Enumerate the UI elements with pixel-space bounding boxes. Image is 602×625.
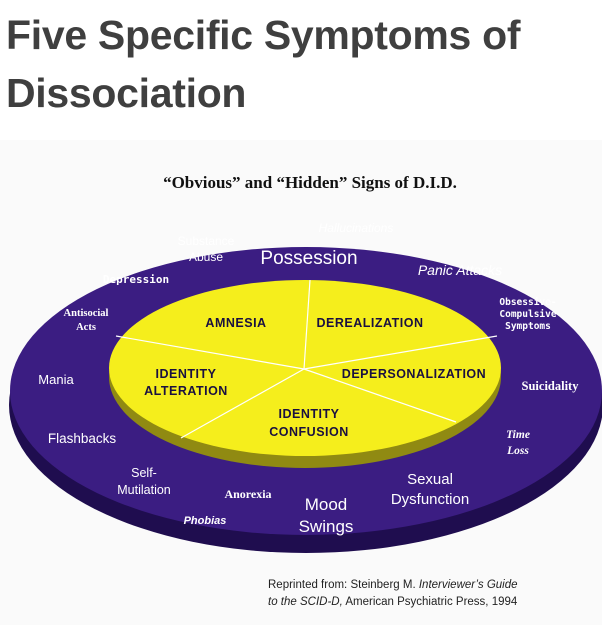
diagram-image: “Obvious” and “Hidden” Signs of D.I.D. A…	[0, 140, 602, 625]
core-identity-confusion-line-1: IDENTITY	[279, 407, 340, 421]
sign-anorexia: Anorexia	[224, 487, 271, 501]
did-signs-diagram: “Obvious” and “Hidden” Signs of D.I.D. A…	[9, 173, 602, 608]
divider-line	[115, 335, 305, 370]
sign-panic-attacks: Panic Attacks	[418, 262, 502, 278]
sign-self-mutilation-line-1: Self-	[131, 466, 157, 480]
page-heading: Five Specific Symptoms of Dissociation	[6, 6, 596, 122]
core-amnesia: AMNESIA	[205, 316, 266, 330]
sign-suicidality: Suicidality	[522, 379, 580, 393]
core-derealization: DEREALIZATION	[317, 316, 424, 330]
sign-obsessive-line-2: Compulsive	[499, 309, 556, 320]
pie-dividers	[115, 279, 498, 439]
reference-book-title: Interviewer’s Guide	[419, 579, 518, 591]
reference-publisher: American Psychiatric Press, 1994	[345, 596, 518, 608]
sign-time-loss-line-1: Time	[506, 429, 530, 441]
sign-antisocial-acts-line-2: Acts	[76, 322, 96, 333]
reference-prefix: Reprinted from: Steinberg M.	[268, 579, 416, 591]
sign-mania: Mania	[38, 372, 74, 387]
sign-mood-swings-line-1: Mood	[305, 495, 348, 514]
sign-time-loss-line-2: Loss	[506, 445, 529, 457]
core-identity-alteration-line-1: IDENTITY	[156, 367, 217, 381]
sign-possession: Possession	[260, 248, 357, 269]
sign-substance-abuse-line-1: Substance	[178, 234, 235, 248]
heading-line-1: Five Specific Symptoms of	[6, 12, 521, 58]
sign-depression: Depression	[103, 273, 169, 286]
divider-line	[303, 279, 311, 370]
divider-line	[303, 335, 498, 370]
sign-obsessive-line-1: Obsessive-	[499, 297, 556, 308]
core-identity-confusion-line-2: CONFUSION	[269, 425, 349, 439]
reference-book-title-cont: to the SCID-D,	[268, 596, 343, 608]
heading-line-2: Dissociation	[6, 70, 247, 116]
sign-flashbacks: Flashbacks	[48, 431, 117, 446]
sign-substance-abuse-line-2: Abuse	[189, 250, 223, 264]
sign-antisocial-acts-line-1: Antisocial	[64, 308, 109, 319]
sign-obsessive-line-3: Symptoms	[505, 321, 551, 332]
divider-line	[180, 368, 305, 439]
inner-disc	[109, 280, 501, 456]
sign-phobias: Phobias	[184, 515, 227, 527]
diagram-title: “Obvious” and “Hidden” Signs of D.I.D.	[163, 173, 457, 192]
reference-line-1: Reprinted from: Steinberg M. Interviewer…	[268, 579, 518, 591]
sign-hallucinations: Hallucinations	[319, 221, 394, 235]
sign-mood-swings-line-2: Swings	[299, 517, 354, 536]
sign-sexual-dysfunction-line-1: Sexual	[407, 471, 453, 488]
sign-sexual-dysfunction-line-2: Dysfunction	[391, 491, 469, 508]
reference-line-2: to the SCID-D, American Psychiatric Pres…	[268, 596, 518, 608]
divider-line	[303, 368, 457, 423]
core-identity-alteration-line-2: ALTERATION	[144, 384, 228, 398]
sign-self-mutilation-line-2: Mutilation	[117, 483, 171, 497]
core-depersonalization: DEPERSONALIZATION	[342, 367, 486, 381]
